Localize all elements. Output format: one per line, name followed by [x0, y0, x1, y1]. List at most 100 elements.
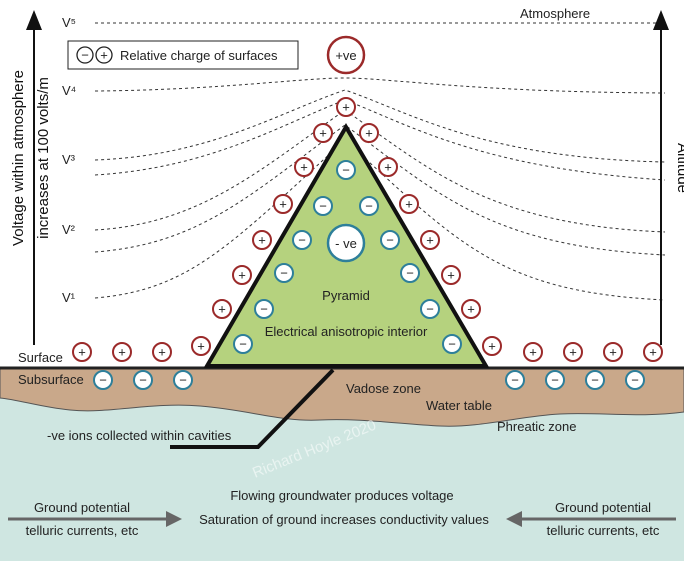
field-line-v4	[94, 77, 666, 94]
positive-charge-icon	[643, 342, 663, 362]
positive-charge-icon	[273, 194, 293, 214]
negative-charge-symbol: −	[511, 373, 519, 388]
negative-charge-icon	[420, 299, 440, 319]
negative-charge-symbol: −	[139, 373, 147, 388]
left-flow-arrow	[8, 511, 182, 527]
cavity-label: -ve ions collected within cavities	[47, 428, 232, 443]
negative-charge-symbol: −	[342, 163, 350, 178]
positive-charge-symbol: +	[649, 345, 657, 360]
pyramid-label: Pyramid	[322, 288, 370, 303]
right-telluric-currents: telluric currents, etc	[547, 523, 660, 538]
negative-charge-symbol: −	[426, 302, 434, 317]
positive-charge-icon	[399, 194, 419, 214]
altitude-axis: Altitude	[653, 10, 684, 345]
positive-charge-icon	[313, 123, 333, 143]
positive-charge-icon	[420, 230, 440, 250]
positive-charge-symbol: +	[569, 345, 577, 360]
field-line-v3a	[94, 89, 666, 163]
voltage-axis-line2: increases at 100 volts/m	[35, 77, 52, 239]
negative-charge-icon	[400, 263, 420, 283]
altitude-label: Altitude	[674, 143, 684, 193]
negative-charge-icon	[505, 370, 525, 390]
negative-charge-symbol: −	[260, 302, 268, 317]
negative-charge-symbol: −	[631, 373, 639, 388]
top-positive-charge	[326, 35, 366, 75]
positive-charge-icon	[232, 265, 252, 285]
positive-charge-symbol: +	[529, 345, 537, 360]
positive-charge-symbol: +	[426, 233, 434, 248]
negative-charge-icon	[233, 334, 253, 354]
pyramid-interior-label: Electrical anisotropic interior	[265, 324, 428, 339]
pyramid-negative-charge	[326, 223, 366, 263]
level-v4: V⁴	[62, 83, 76, 98]
negative-charge-symbol: −	[551, 373, 559, 388]
negative-charge-symbol: −	[406, 266, 414, 281]
positive-charge-symbol: +	[300, 160, 308, 175]
level-v1: V¹	[62, 290, 76, 305]
atmosphere-label: Atmosphere	[520, 6, 590, 21]
legend-plus-symbol: +	[100, 48, 108, 63]
positive-charge-symbol: +	[365, 126, 373, 141]
positive-charge-icon	[482, 336, 502, 356]
negative-charge-icon	[173, 370, 193, 390]
legend-minus-icon	[76, 46, 94, 64]
negative-charge-symbol: −	[280, 266, 288, 281]
positive-charge-symbol: +	[609, 345, 617, 360]
positive-charge-icon	[72, 342, 92, 362]
negative-charge-icon	[313, 196, 333, 216]
negative-charge-icon	[254, 299, 274, 319]
legend-minus-symbol: −	[81, 48, 89, 63]
negative-charge-symbol: −	[239, 337, 247, 352]
negative-charges: −−−−−−−−−−−−−−−−−−	[93, 160, 645, 390]
positive-charge-icon	[112, 342, 132, 362]
positive-charge-symbol: +	[238, 268, 246, 283]
positive-charge-symbol: +	[258, 233, 266, 248]
vadose-label: Vadose zone	[346, 381, 421, 396]
negative-charge-icon	[625, 370, 645, 390]
positive-charge-icon	[152, 342, 172, 362]
legend-label: Relative charge of surfaces	[120, 48, 278, 63]
positive-charge-symbol: +	[319, 126, 327, 141]
positive-charge-icon	[603, 342, 623, 362]
pyramid-negative-label: - ve	[335, 236, 357, 251]
positive-charge-symbol: +	[158, 345, 166, 360]
legend-plus-icon	[95, 46, 113, 64]
positive-charge-icon	[359, 123, 379, 143]
phreatic-label: Phreatic zone	[497, 419, 577, 434]
left-ground-potential: Ground potential	[34, 500, 130, 515]
negative-charge-symbol: −	[99, 373, 107, 388]
positive-charge-icon	[461, 299, 481, 319]
positive-charge-symbol: +	[488, 339, 496, 354]
surface-label: Surface	[18, 350, 63, 365]
negative-charge-symbol: −	[298, 233, 306, 248]
negative-charge-icon	[336, 160, 356, 180]
positive-charge-symbol: +	[405, 197, 413, 212]
negative-charge-icon	[93, 370, 113, 390]
positive-charge-icon	[336, 97, 356, 117]
positive-charge-icon	[294, 157, 314, 177]
negative-charge-icon	[133, 370, 153, 390]
voltage-levels: V⁵ V⁴ V³ V² V¹	[62, 15, 76, 305]
negative-charge-icon	[585, 370, 605, 390]
negative-charge-icon	[359, 196, 379, 216]
positive-charge-symbol: +	[342, 100, 350, 115]
negative-charge-symbol: −	[365, 199, 373, 214]
voltage-axis-line1: Voltage within atmosphere	[10, 70, 27, 246]
negative-charge-symbol: −	[319, 199, 327, 214]
negative-charge-symbol: −	[386, 233, 394, 248]
left-telluric-currents: telluric currents, etc	[26, 523, 139, 538]
negative-charge-icon	[442, 334, 462, 354]
positive-charge-symbol: +	[78, 345, 86, 360]
right-flow-arrow	[506, 511, 676, 527]
water-table-label: Water table	[426, 398, 492, 413]
positive-charge-icon	[212, 299, 232, 319]
cavity-pointer-line	[170, 368, 335, 449]
positive-charge-symbol: +	[118, 345, 126, 360]
negative-charge-symbol: −	[179, 373, 187, 388]
top-positive-label: +ve	[335, 48, 356, 63]
subsurface-label: Subsurface	[18, 372, 84, 387]
negative-charge-icon	[292, 230, 312, 250]
negative-charge-icon	[380, 230, 400, 250]
